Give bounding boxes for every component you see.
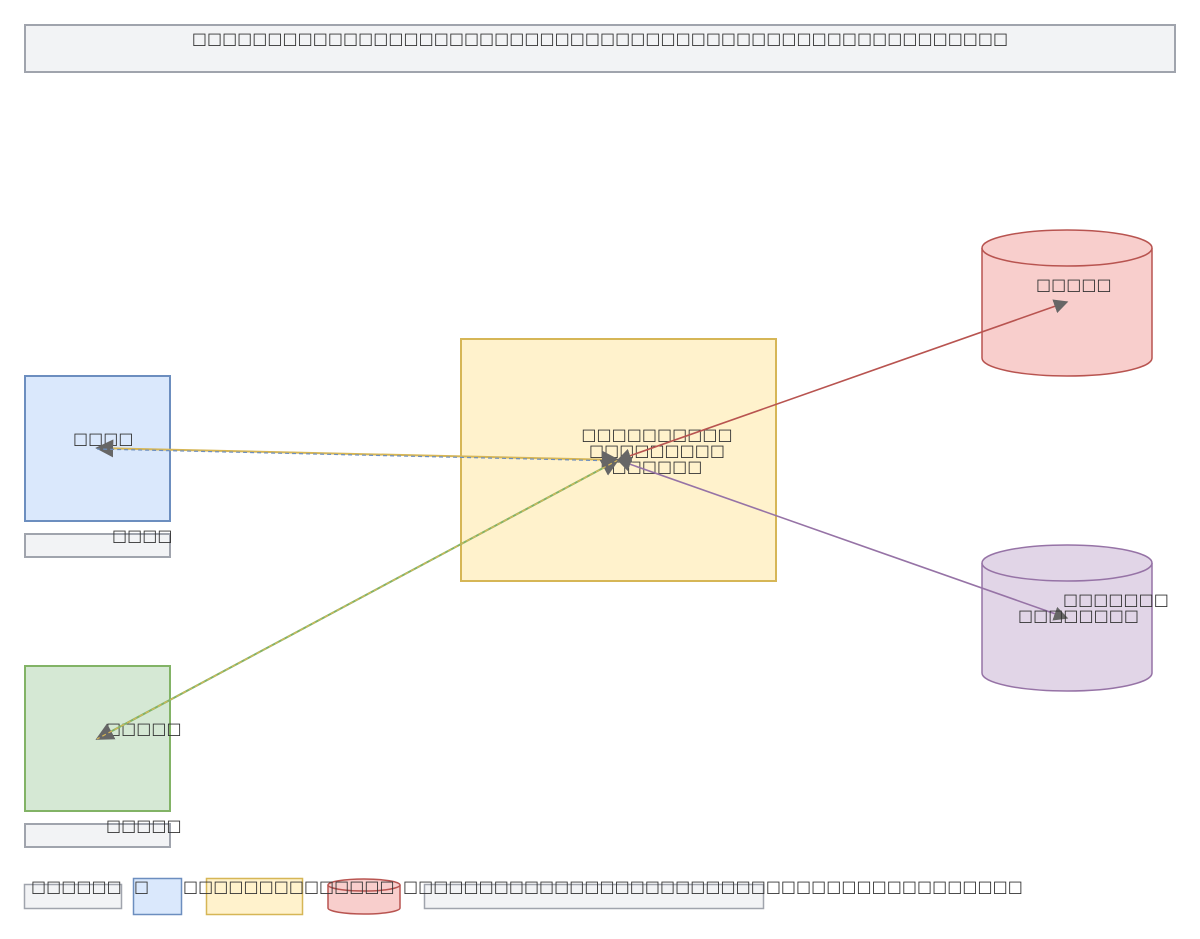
legend-text-sep: □ (134, 877, 150, 896)
legend-text-middle: □□□□□□□□□□□□□□ (183, 877, 395, 896)
legend-swatch-gray-wide (423, 883, 765, 910)
legend-text-suffix: □□□□□□□□□□□□□□□□□□□□□□□□□□□□□□□□□□□□□□□□… (403, 877, 1023, 896)
header-banner-text: □□□□□□□□□□□□□□□□□□□□□□□□□□□□□□□□□□□□□□□□… (191, 29, 1009, 48)
connector-center-client-a[interactable] (95, 439, 620, 469)
connector-center-db-red[interactable] (616, 299, 1069, 463)
client-b-caption: □□□□□ (106, 816, 182, 835)
header-banner (24, 24, 1176, 73)
connector-center-db-purple[interactable] (616, 457, 1069, 621)
legend-swatch-blue (132, 877, 183, 916)
db-red-label: □□□□□ (1036, 275, 1112, 294)
legend-swatch-gray (23, 883, 123, 910)
client-b-caption-box (24, 823, 171, 848)
legend-swatch-db (327, 878, 401, 915)
connector-center-client-b[interactable] (95, 459, 620, 740)
db-purple-label-top: □□□□□□□ (1063, 590, 1169, 609)
db-red-node[interactable] (981, 229, 1153, 377)
legend-text-prefix: □□□□□□ (31, 877, 122, 896)
legend-swatch-yellow (205, 877, 304, 916)
db-purple-label-bottom: □□□□□□□□ (1018, 606, 1139, 625)
